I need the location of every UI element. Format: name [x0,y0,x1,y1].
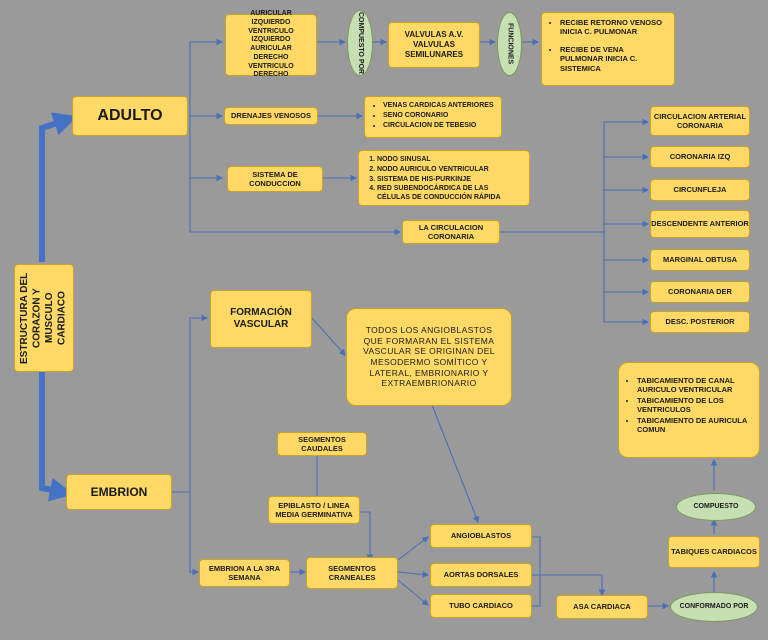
coronaria-item-5: CORONARIA DER [650,281,750,303]
circulacion-coronaria-box: LA CIRCULACION CORONARIA [402,220,500,244]
coronaria-item-6: DESC. POSTERIOR [650,311,750,333]
epiblasto-box: EPIBLASTO / LINEA MEDIA GERMINATIVA [268,496,360,524]
drenajes-box: DRENAJES VENOSOS [224,107,318,125]
tabicamiento-box: TABICAMIENTO DE CANAL AURICULO VENTRICUL… [618,362,760,458]
conformado-por-oval: CONFORMADO POR [670,592,758,622]
angioblastos-text-box: TODOS LOS ANGIOBLASTOS QUE FORMARAN EL S… [346,308,512,406]
conduccion-items-box: NODO SINUSAL NODO AURICULO VENTRICULAR S… [358,150,530,206]
funciones-items-box: RECIBE RETORNO VENOSO INICIA C. PULMONAR… [541,12,675,86]
segmentos-craneales-box: SEGMENTOS CRANEALES [306,557,398,589]
root-box: ESTRUCTURA DEL CORAZON Y MUSCULO CARDIAC… [14,264,74,372]
drenajes-items-box: VENAS CARDICAS ANTERIORES SENO CORONARIO… [364,96,502,138]
compuesto-oval: COMPUESTO [676,493,756,521]
embrion-3ra-box: EMBRION A LA 3RA SEMANA [199,559,290,587]
formacion-vascular-box: FORMACIÓN VASCULAR [210,290,312,348]
embrion-box: EMBRION [66,474,172,510]
coronaria-item-2: CIRCUNFLEJA [650,179,750,201]
funciones-oval: FUNCIONES [497,12,522,76]
root-label: ESTRUCTURA DEL CORAZON Y MUSCULO CARDIAC… [19,272,68,364]
cavidades-box: AURICULAR IZQUIERDO VENTRICULO IZQUIERDO… [225,10,317,78]
tabiques-box: TABIQUES CARDIACOS [668,536,760,568]
coronaria-item-4: MARGINAL OBTUSA [650,249,750,271]
coronaria-item-0: CIRCULACION ARTERIAL CORONARIA [650,106,750,136]
valvulas-box: VALVULAS A.V. VALVULAS SEMILUNARES [388,22,480,68]
compuesto-por-oval: COMPUESTO POR [347,10,373,76]
asa-cardiaca-box: ASA CARDIACA [556,595,648,619]
angioblastos-box: ANGIOBLASTOS [430,524,532,548]
coronaria-item-3: DESCENDENTE ANTERIOR [650,210,750,238]
aortas-dorsales-box: AORTAS DORSALES [430,563,532,587]
sistema-conduccion-box: SISTEMA DE CONDUCCION [227,166,323,192]
segmentos-caudales-box: SEGMENTOS CAUDALES [277,432,367,456]
adulto-box: ADULTO [72,96,188,136]
tubo-cardiaco-box: TUBO CARDIACO [430,594,532,618]
coronaria-item-1: CORONARIA IZQ [650,146,750,168]
